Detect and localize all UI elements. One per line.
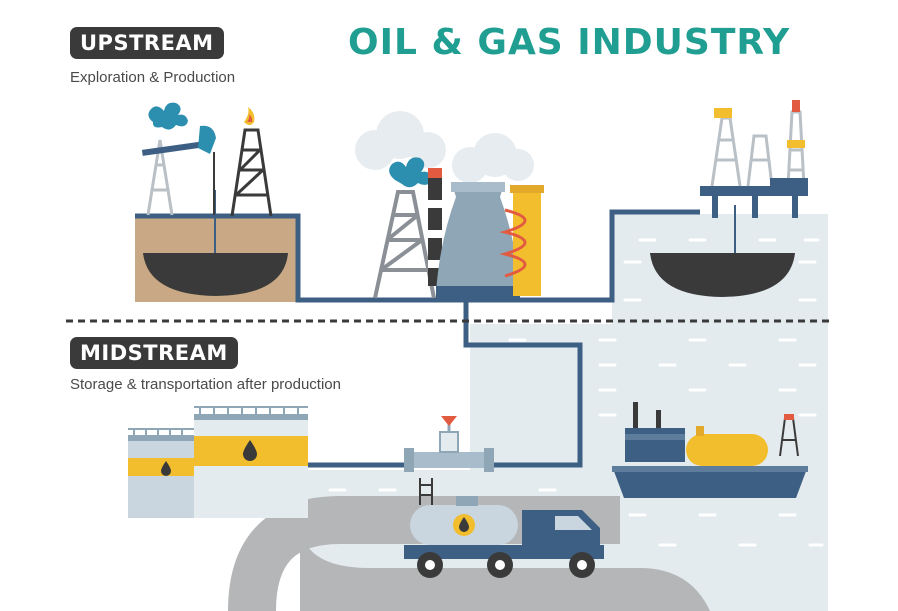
pumpjack-icon (141, 102, 216, 216)
page-title: OIL & GAS INDUSTRY (348, 22, 791, 63)
upstream-subtitle: Exploration & Production (70, 69, 236, 86)
storage-tank-icon (128, 406, 308, 518)
offshore-platform-icon (700, 100, 808, 218)
refinery-icon (355, 111, 544, 299)
midstream-badge: MIDSTREAM (70, 337, 238, 369)
tanker-truck-icon (404, 478, 604, 578)
oil-drop-icon (161, 461, 171, 476)
road (300, 520, 710, 611)
upstream-badge: UPSTREAM (70, 27, 224, 59)
midstream-subtitle: Storage & transportation after productio… (70, 376, 341, 393)
pipeline-valve-icon (404, 416, 494, 472)
oil-derrick-icon (230, 107, 273, 217)
offshore-reservoir (650, 253, 795, 297)
oil-tanker-ship-icon (612, 402, 808, 498)
